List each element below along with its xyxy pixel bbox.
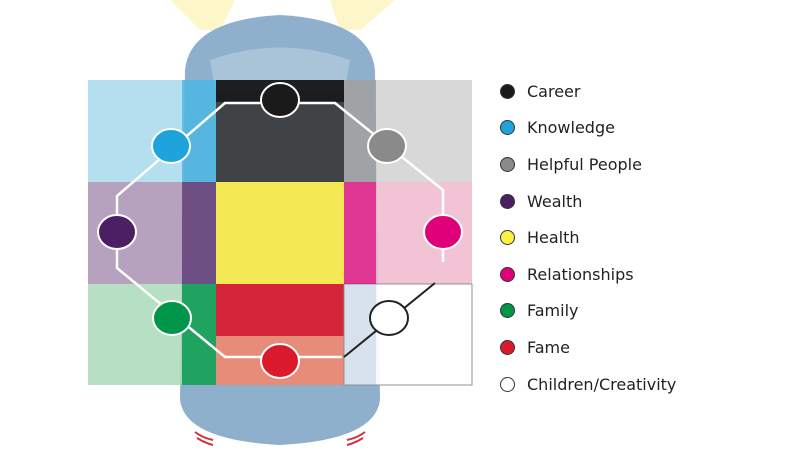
legend-dot-icon [500,376,515,392]
legend-dot-icon [500,230,515,246]
legend-item: Health [500,219,676,256]
legend-item: Knowledge [500,110,676,147]
legend-dot-icon [500,339,515,355]
legend-label: Knowledge [527,118,615,138]
headlight-glow-left [170,0,235,30]
legend-dot-icon [500,120,515,136]
legend-dot-icon [500,193,515,209]
legend-item: Fame [500,329,676,366]
node-helpful-people [367,128,407,164]
legend-label: Wealth [527,191,583,211]
car-windshield [210,47,350,90]
legend-item: Career [500,73,676,110]
legend-item: Relationships [500,256,676,293]
legend-label: Helpful People [527,154,642,174]
legend-label: Health [527,228,580,248]
node-knowledge [151,128,191,164]
cell-fame [216,284,344,336]
legend-item: Children/Creativity [500,366,676,403]
legend-dot-icon [500,266,515,282]
legend-label: Career [527,81,581,101]
legend-item: Wealth [500,183,676,220]
legend-dot-icon [500,303,515,319]
legend-label: Fame [527,337,570,357]
cell-health [216,182,344,284]
legend-label: Children/Creativity [527,374,677,394]
node-relationships [423,214,463,250]
legend-label: Family [527,301,579,321]
legend-item: Family [500,293,676,330]
node-career [260,82,300,118]
legend-dot-icon [500,83,515,99]
node-fame [260,343,300,379]
legend-dot-icon [500,156,515,172]
legend-item: Helpful People [500,146,676,183]
node-family [152,300,192,336]
headlight-glow-right [330,0,395,30]
bagua-grid [88,80,473,386]
node-wealth [97,214,137,250]
node-children-creativity [369,300,409,336]
legend-label: Relationships [527,264,634,284]
cell-children [343,283,473,386]
